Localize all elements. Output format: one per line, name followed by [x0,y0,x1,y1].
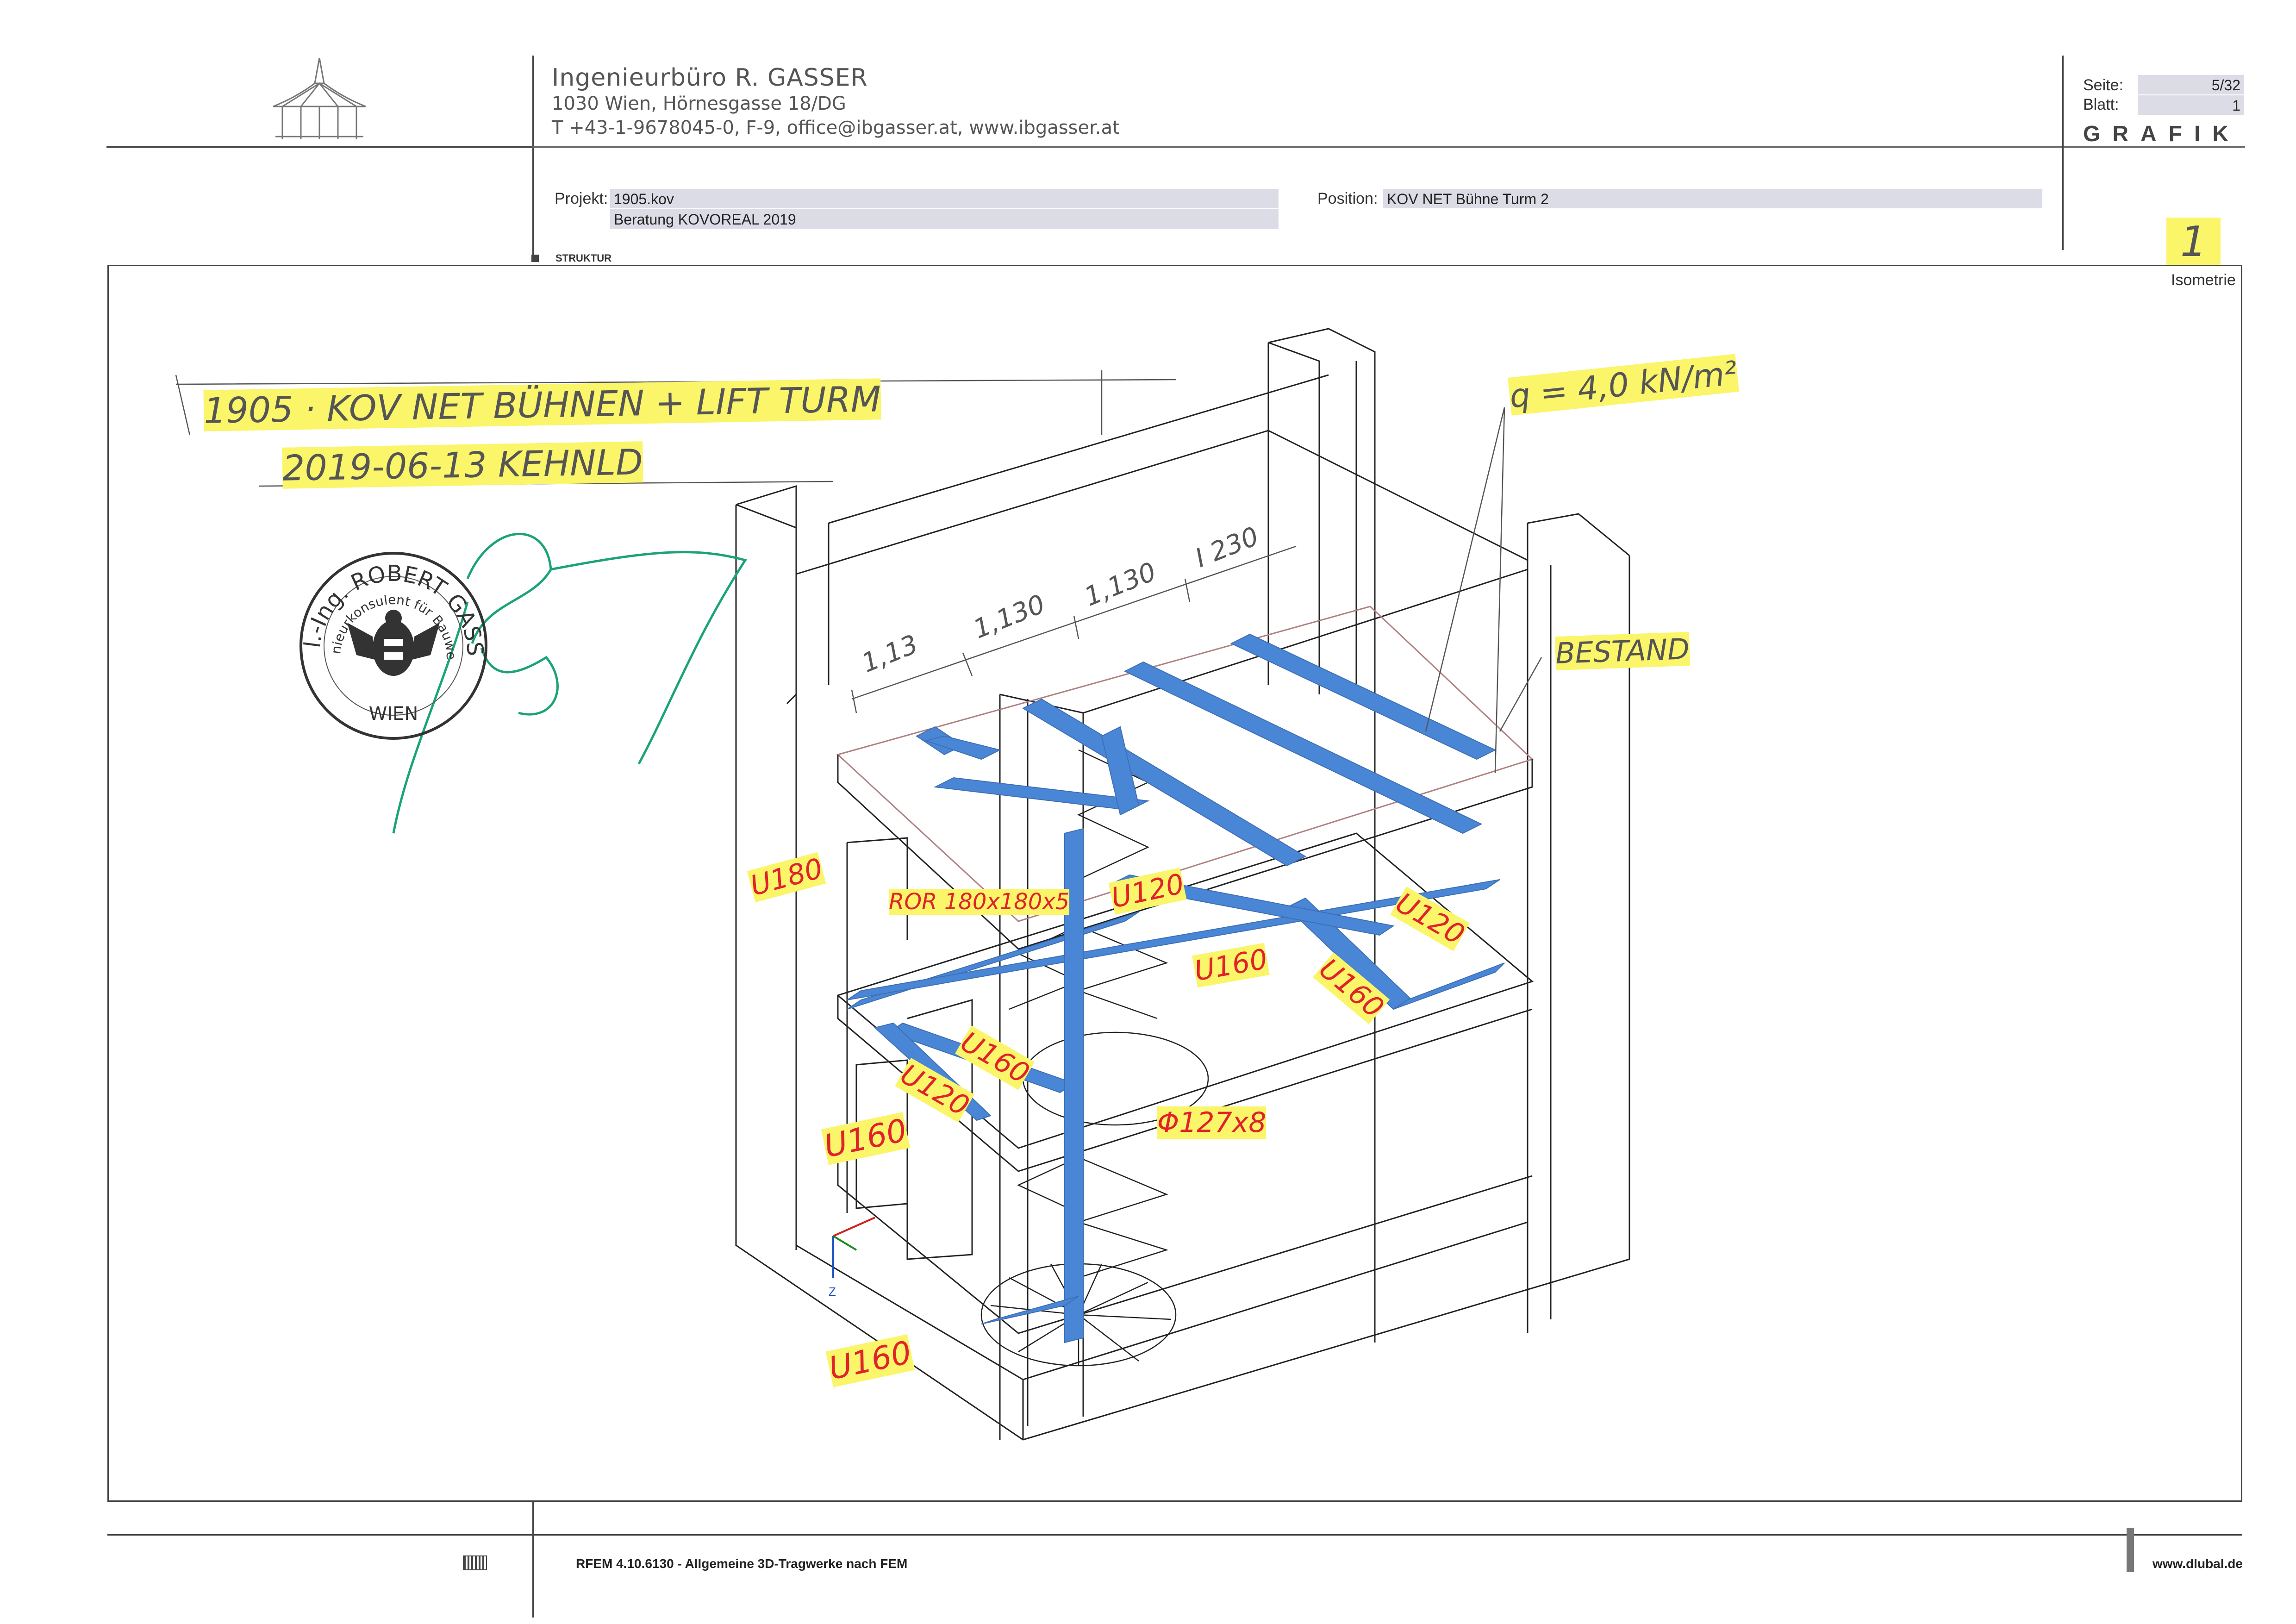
view-label: Isometrie [2171,271,2236,289]
eagle-coat-of-arms-icon [347,610,440,676]
struktur-label: STRUKTUR [555,252,611,264]
profile-pipe: Φ127x8 [1157,1106,1267,1139]
handwritten-existing: BESTAND [1554,631,1690,671]
stamp-seal-icon: Dipl.-Ing. ROBERT GASSER Ingenieurkonsul… [288,528,488,740]
signature [392,532,747,834]
drawing-frame [107,265,2242,1502]
software-credit: RFEM 4.10.6130 - Allgemeine 3D-Tragwerke… [576,1556,908,1571]
website-link[interactable]: www.dlubal.de [2152,1556,2243,1571]
seite-label: Seite: [2083,76,2123,94]
seite-value: 5/32 [2138,75,2244,94]
position-value: KOV NET Bühne Turm 2 [1383,189,2042,208]
stamp-text-bottom: WIEN [369,703,418,725]
header-rule-right [532,146,2245,148]
footer-divider [532,1502,534,1618]
handwritten-page-number: 1 [2166,218,2221,266]
tent-structure-logo-icon [273,57,366,139]
blatt-value: 1 [2138,95,2244,115]
header-divider-right [2062,56,2064,250]
footer-bar-marker [2127,1528,2134,1572]
blatt-label: Blatt: [2083,96,2119,113]
axis-label: Z [829,1285,836,1299]
projekt-value: 1905.kov [610,189,1279,208]
office-block: Ingenieurbüro R. GASSER 1030 Wien, Hörne… [552,64,1120,140]
company-logo [268,56,370,144]
position-label: Position: [1317,190,1378,207]
projekt-label: Projekt: [555,190,608,207]
floor-slabs [836,606,1534,1334]
header-rule-left [106,146,532,148]
office-name: Ingenieurbüro R. GASSER [552,64,868,92]
software-logo-icon [463,1555,487,1570]
axis-triad-icon [832,1217,875,1278]
handwritten-title-line2: 2019-06-13 KEHNLD [282,441,643,489]
tower-wireframe [735,328,1630,1441]
section-title: GRAFIK [2083,122,2240,146]
office-contact: T +43-1-9678045-0, F-9, office@ibgasser.… [552,117,1120,138]
office-address: 1030 Wien, Hörnesgasse 18/DG [552,93,846,114]
projekt-description: Beratung KOVOREAL 2019 [610,209,1279,229]
profile-rohr: ROR 180x180x5 [889,889,1070,915]
struktur-marker [531,255,539,262]
footer-rule [107,1534,2242,1536]
header-divider-vertical [532,56,534,255]
steel-members [847,633,1505,1343]
official-stamp: Dipl.-Ing. ROBERT GASSER Ingenieurkonsul… [288,528,491,743]
